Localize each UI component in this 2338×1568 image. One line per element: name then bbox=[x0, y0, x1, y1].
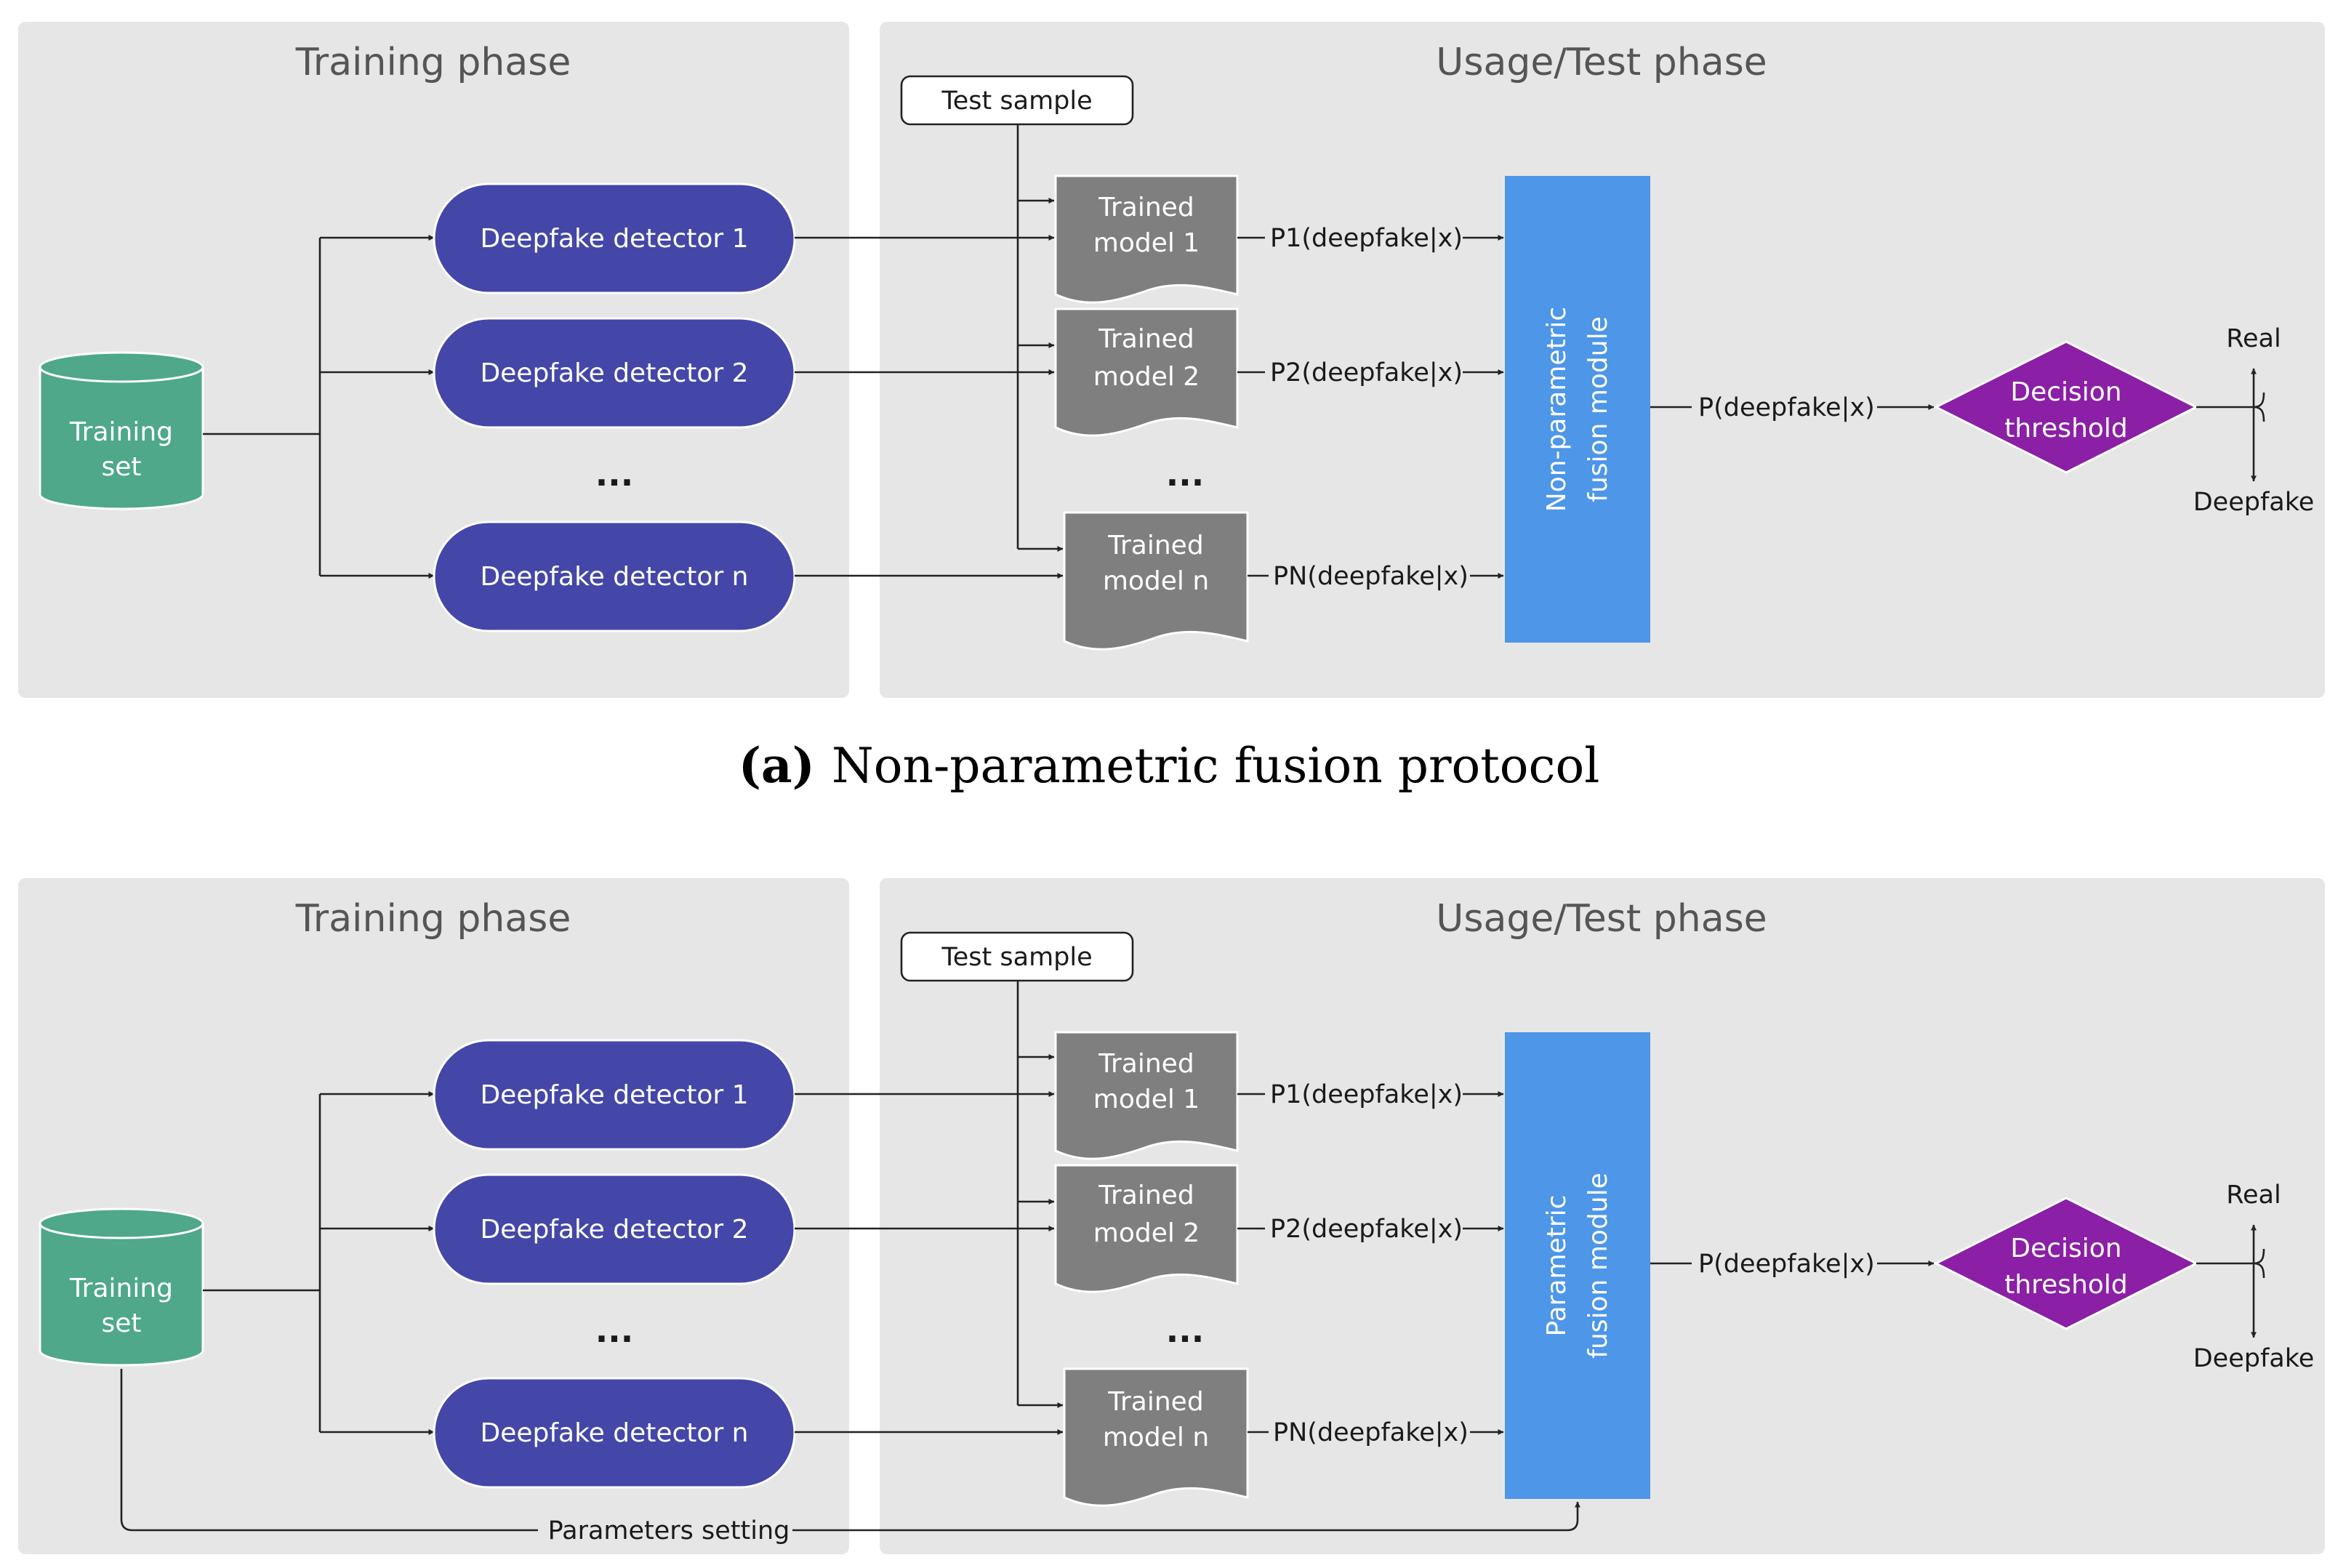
model-ellipsis: ... bbox=[1166, 454, 1204, 494]
non-parametric-fusion-module: Non-parametric fusion module bbox=[1505, 176, 1650, 643]
training-set-label-line1: Training bbox=[69, 417, 173, 447]
training-set-database-b: Training set bbox=[39, 1207, 204, 1367]
trained-model-1-b-line2: model 1 bbox=[1093, 1085, 1200, 1114]
deepfake-detector-2: Deepfake detector 2 bbox=[433, 317, 796, 429]
training-set-database: Training set bbox=[39, 351, 204, 510]
brace-right bbox=[2253, 392, 2265, 422]
detector-n-b-label: Deepfake detector n bbox=[480, 1418, 748, 1448]
decision-line1: Decision bbox=[2010, 377, 2121, 407]
model-ellipsis-b: ... bbox=[1166, 1311, 1204, 1350]
trained-model-2: Trained model 2 bbox=[1054, 307, 1239, 437]
trained-model-2-line1: Trained bbox=[1098, 324, 1194, 354]
decision-line2: threshold bbox=[2004, 414, 2128, 443]
deepfake-detector-1-b: Deepfake detector 1 bbox=[433, 1039, 796, 1151]
fusion-module-line1: Non-parametric bbox=[1542, 307, 1572, 512]
detector-2-label: Deepfake detector 2 bbox=[480, 358, 748, 388]
parameters-setting-line-left bbox=[120, 1369, 538, 1532]
fused-probability: P(deepfake|x) bbox=[1698, 393, 1875, 422]
detector-ellipsis-b: ... bbox=[595, 1311, 633, 1350]
fusion-module-b-line2: fusion module bbox=[1583, 1173, 1613, 1358]
trained-model-1-line2: model 1 bbox=[1093, 228, 1200, 258]
training-set-b-label-line2: set bbox=[101, 1308, 141, 1338]
deepfake-detector-n-b: Deepfake detector n bbox=[433, 1377, 796, 1489]
decision-b-line1: Decision bbox=[2010, 1234, 2121, 1263]
probability-p1-b: P1(deepfake|x) bbox=[1270, 1080, 1463, 1109]
deepfake-detector-2-b: Deepfake detector 2 bbox=[433, 1173, 796, 1285]
test-sample-box-b: Test sample bbox=[900, 931, 1134, 982]
fusion-module-line2: fusion module bbox=[1583, 316, 1613, 502]
caption-a-label: (a) bbox=[739, 737, 815, 794]
training-phase-title: Training phase bbox=[295, 41, 571, 84]
trained-model-2-b-line2: model 2 bbox=[1093, 1218, 1200, 1248]
deepfake-detector-1: Deepfake detector 1 bbox=[433, 182, 796, 294]
trained-model-n: Trained model n bbox=[1063, 511, 1249, 651]
output-deepfake-b-label: Deepfake bbox=[2193, 1344, 2315, 1373]
probability-p2: P2(deepfake|x) bbox=[1270, 358, 1463, 387]
decision-b-line2: threshold bbox=[2004, 1270, 2128, 1300]
trained-model-n-line1: Trained bbox=[1107, 531, 1203, 560]
probability-pn-b: PN(deepfake|x) bbox=[1273, 1418, 1469, 1447]
diagram-b: Training phase Usage/Test phase Training… bbox=[18, 878, 2325, 1554]
caption-a: (a) Non-parametric fusion protocol bbox=[739, 737, 1600, 794]
trained-model-1-b-line1: Trained bbox=[1098, 1049, 1194, 1079]
probability-pn: PN(deepfake|x) bbox=[1273, 562, 1469, 591]
trained-model-2-b: Trained model 2 bbox=[1054, 1164, 1239, 1293]
training-set-b-label-line1: Training bbox=[69, 1274, 173, 1303]
parameters-setting-line-right bbox=[792, 1501, 1580, 1532]
usage-phase-title: Usage/Test phase bbox=[1436, 41, 1767, 84]
trained-model-1-line1: Trained bbox=[1098, 193, 1194, 222]
trained-model-1-b: Trained model 1 bbox=[1054, 1031, 1239, 1160]
trained-model-2-b-line1: Trained bbox=[1098, 1181, 1194, 1210]
diagram-a: Training phase Usage/Test phase Training… bbox=[18, 22, 2325, 698]
trained-model-1: Trained model 1 bbox=[1054, 174, 1239, 304]
detector-ellipsis: ... bbox=[595, 454, 633, 494]
fused-probability-b: P(deepfake|x) bbox=[1698, 1250, 1875, 1279]
output-real-b-label: Real bbox=[2226, 1181, 2281, 1210]
training-set-label-line2: set bbox=[101, 452, 141, 482]
trained-model-n-b: Trained model n bbox=[1063, 1367, 1249, 1507]
caption-a-text: Non-parametric fusion protocol bbox=[832, 738, 1599, 794]
trained-model-n-b-line1: Trained bbox=[1107, 1387, 1203, 1417]
deepfake-detector-n: Deepfake detector n bbox=[433, 520, 796, 632]
test-sample-label: Test sample bbox=[941, 87, 1092, 116]
training-phase-title-b: Training phase bbox=[295, 897, 571, 941]
parametric-fusion-module: Parametric fusion module bbox=[1505, 1032, 1650, 1499]
brace-right-b bbox=[2253, 1248, 2265, 1279]
detector-2-b-label: Deepfake detector 2 bbox=[480, 1215, 748, 1245]
probability-p2-b: P2(deepfake|x) bbox=[1270, 1215, 1463, 1244]
output-deepfake-label: Deepfake bbox=[2193, 488, 2315, 517]
parameters-setting-label: Parameters setting bbox=[548, 1516, 790, 1545]
trained-model-2-line2: model 2 bbox=[1093, 362, 1200, 392]
trained-model-n-line2: model n bbox=[1103, 566, 1209, 596]
test-sample-b-label: Test sample bbox=[941, 943, 1092, 972]
detector-1-b-label: Deepfake detector 1 bbox=[480, 1080, 748, 1110]
usage-phase-title-b: Usage/Test phase bbox=[1436, 897, 1767, 941]
fusion-module-b-line1: Parametric bbox=[1542, 1195, 1572, 1337]
test-sample-box: Test sample bbox=[900, 75, 1134, 126]
trained-model-n-b-line2: model n bbox=[1103, 1423, 1209, 1452]
output-real-label: Real bbox=[2226, 324, 2281, 353]
detector-n-label: Deepfake detector n bbox=[480, 562, 748, 592]
decision-threshold: Decision threshold bbox=[1933, 340, 2199, 474]
detector-1-label: Deepfake detector 1 bbox=[480, 224, 748, 254]
decision-threshold-b: Decision threshold bbox=[1933, 1197, 2199, 1330]
probability-p1: P1(deepfake|x) bbox=[1270, 224, 1463, 253]
